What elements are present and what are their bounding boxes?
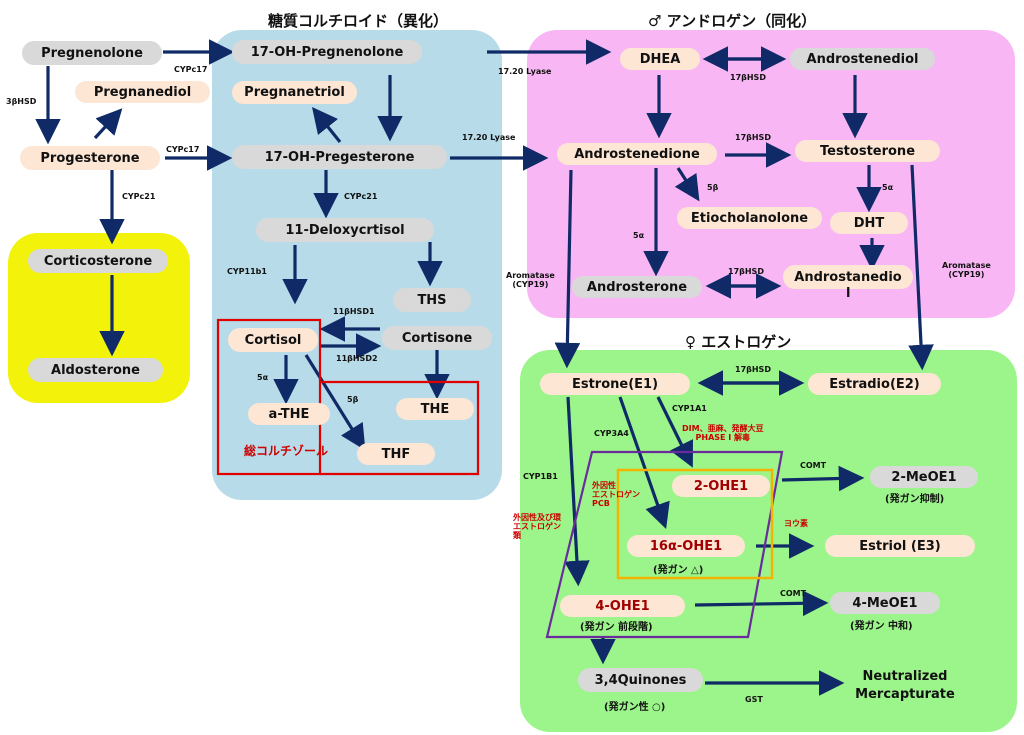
androstanediol-node: Androstanedio [783,265,913,289]
pregnanetriol-node: Pregnanetriol [232,81,357,104]
label-17bhsd-a: 17βHSD [730,73,766,82]
quinones-node: 3,4Quinones [578,668,703,692]
17oh-pregnenolone-node: 17-OH-Pregnenolone [232,40,422,64]
label-17bhsd-c: 17βHSD [728,267,764,276]
arrow [908,164,934,371]
label-cyp21-a: CYPc21 [122,192,156,201]
label-5b-b: 5β [347,395,359,404]
total-cortisol-label: 総コルチゾール [244,444,329,458]
label-aromatase-2: Aromatase(CYP19) [942,261,991,279]
ths-node: THS [393,288,471,312]
cortisone-node: Cortisone [382,326,492,350]
label-lyase-1: 17.20 Lyase [498,67,552,76]
label-comt-2: COMT [780,589,807,598]
a-the-node: a-THE [248,403,330,425]
thf-node: THF [357,443,435,465]
label-cyp21-b: CYPc21 [344,192,378,201]
label-aromatase-1: Aromatase(CYP19) [506,271,555,289]
phase1-region [545,450,784,639]
estriol-node: Estriol (E3) [825,535,975,557]
neutralized-node: Neutralized Mercapturate [845,666,965,706]
4-ohe1-note: (発ガン 前段階) [580,622,653,633]
label-5a-a: 5α [257,373,269,382]
arrow [564,396,590,587]
dhea-node: DHEA [620,48,700,70]
etiocholanolone-node: Etiocholanolone [677,207,822,229]
estradiol-node: Estradio(E2) [808,373,941,395]
arrow [93,108,123,140]
pregnanediol-node: Pregnanediol [75,81,210,103]
label-5a-b: 5α [882,183,894,192]
aldosterone-node: Aldosterone [28,358,163,382]
androstenedione-node: Androstenedione [557,143,717,165]
label-17bhsd-d: 17βHSD [735,365,771,374]
label-cyp1b1: CYP1B1 [523,472,558,481]
androgen-panel [527,30,1015,318]
label-11bhsd2: 11βHSD2 [336,354,378,363]
ohe-box [616,468,774,580]
dht-node: DHT [830,212,908,234]
neutralized-line1: Neutralized [862,669,948,685]
xeno-note-2: 外因性及び環エストロゲン類 [513,513,561,540]
arrow [554,169,581,369]
label-3bhsd: 3βHSD [6,97,37,106]
2-meoe1-node: 2-MeOE1 [870,466,978,488]
estrone-node: Estrone(E1) [540,373,690,395]
17oh-progesterone-node: 17-OH-Pregesterone [232,145,447,169]
glucocorticoid-title: 糖質コルチロイド（異化） [268,12,449,30]
total-cortisol-box-ext [320,380,480,476]
4-ohe1-node: 4-OHE1 [560,595,685,617]
testosterone-node: Testosterone [795,140,940,162]
iodine-note: ヨウ素 [784,519,808,528]
4-meoe1-note: (発ガン 中和) [850,621,913,632]
androstenediol-node: Androstenediol [790,48,935,70]
total-cortisol-box [216,318,322,476]
corticosterone-node: Corticosterone [28,249,168,273]
androgen-title: ♂ アンドロゲン（同化） [648,12,817,30]
label-gst: GST [745,695,763,704]
label-17bhsd-b: 17βHSD [735,133,771,142]
2-meoe1-note: (発ガン抑制) [885,494,945,505]
pregnenolone-node: Pregnenolone [22,41,162,65]
16a-ohe1-node: 16α-OHE1 [627,535,745,557]
arrow [304,354,366,451]
label-5a-c: 5α [633,231,645,240]
progesterone-node: Progesterone [20,146,160,170]
arrow [312,107,342,143]
androsterone-node: Androsterone [572,276,702,298]
label-comt-1: COMT [800,461,827,470]
quinones-note: (発ガン性 ○) [604,702,666,713]
arrow [674,167,700,202]
label-5b-a: 5β [707,183,719,192]
androstanediol-wrap: l [846,286,851,301]
cortisol-node: Cortisol [228,328,318,352]
arrow [618,396,670,530]
neutralized-line2: Mercapturate [855,687,955,702]
label-cyp1a1: CYP1A1 [672,404,707,413]
arrow [694,590,829,617]
2-ohe1-node: 2-OHE1 [672,475,770,497]
arrow [781,465,865,492]
16a-ohe1-note: (発ガン △) [653,565,704,576]
label-cyp11b1: CYP11b1 [227,267,267,276]
label-11bhsd1: 11βHSD1 [333,307,375,316]
estrogen-title: ♀ エストロゲン [685,333,792,351]
11-deoxycortisol-node: 11-Deloxycrtisol [256,218,434,242]
the-node: THE [396,398,474,420]
label-cyp3a4: CYP3A4 [594,429,629,438]
label-cyp17-a: CYPc17 [174,65,208,74]
4-meoe1-node: 4-MeOE1 [830,592,940,614]
label-lyase-2: 17.20 Lyase [462,133,516,142]
label-cyp17-b: CYPc17 [166,145,200,154]
